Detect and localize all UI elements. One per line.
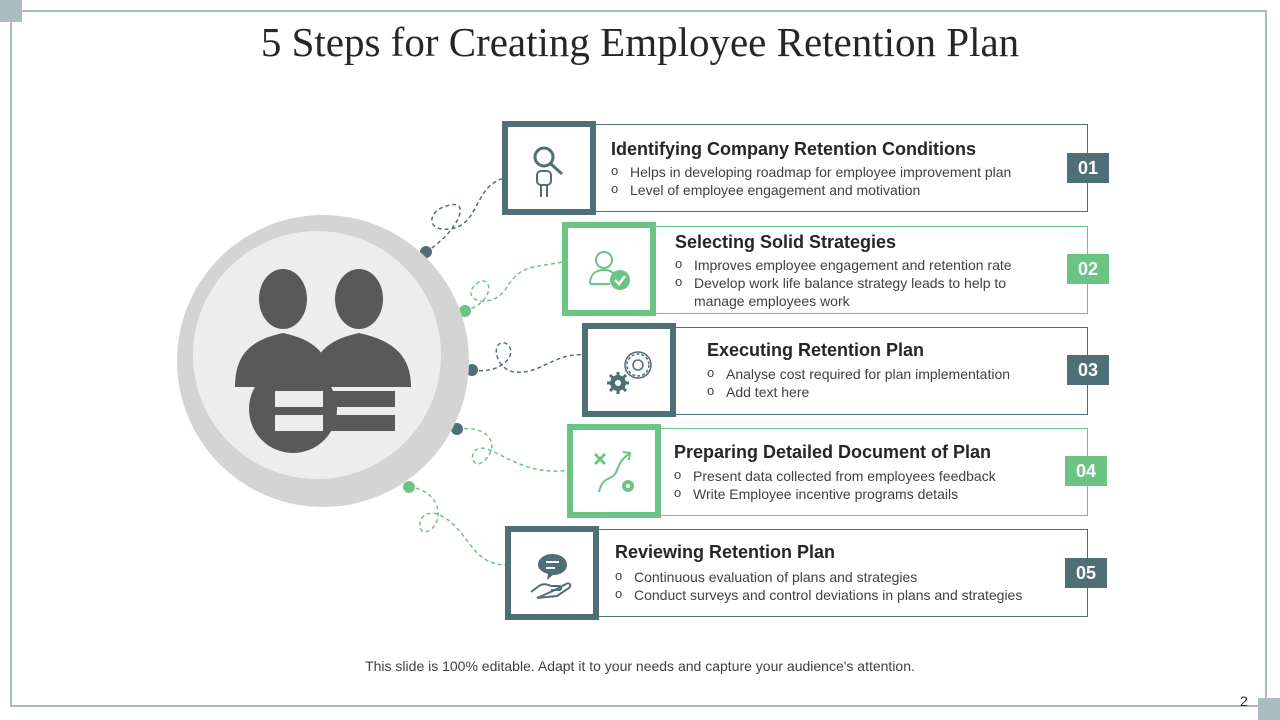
step-card-4: Preparing Detailed Document of Plan Pres… bbox=[656, 428, 1088, 516]
strategy-icon bbox=[593, 451, 634, 493]
bullet-item: Write Employee incentive programs detail… bbox=[674, 484, 1054, 503]
step-card-5: Reviewing Retention Plan Continuous eval… bbox=[596, 529, 1088, 617]
step-icon-box-1 bbox=[502, 121, 596, 215]
step-title: Identifying Company Retention Conditions bbox=[611, 139, 976, 159]
step-bullets: Continuous evaluation of plans and strat… bbox=[615, 567, 1065, 604]
step-icon-box-4 bbox=[567, 424, 661, 518]
step-icon-box-3 bbox=[582, 323, 676, 417]
slide-frame bbox=[10, 10, 1267, 707]
step-card-3: Executing Retention Plan Analyse cost re… bbox=[672, 327, 1088, 415]
step-title: Selecting Solid Strategies bbox=[675, 232, 897, 252]
bullet-item: Present data collected from employees fe… bbox=[674, 466, 1054, 485]
bullet-item: Continuous evaluation of plans and strat… bbox=[615, 567, 1065, 586]
step-number-badge-3: 03 bbox=[1067, 355, 1109, 385]
step-bullets: Improves employee engagement and retenti… bbox=[675, 255, 1045, 310]
hand-chat-icon bbox=[530, 554, 572, 599]
step-card-1: Identifying Company Retention Conditions… bbox=[592, 124, 1088, 212]
bullet-item: Improves employee engagement and retenti… bbox=[675, 255, 1045, 274]
step-bullets: Helps in developing roadmap for employee… bbox=[611, 162, 1051, 199]
frame-corner-bottom-right bbox=[1258, 698, 1280, 720]
bullet-item: Analyse cost required for plan implement… bbox=[707, 364, 1067, 383]
step-title: Preparing Detailed Document of Plan bbox=[674, 442, 992, 462]
bullet-item: Conduct surveys and control deviations i… bbox=[615, 585, 1065, 604]
step-icon-box-5 bbox=[505, 526, 599, 620]
step-title: Executing Retention Plan bbox=[707, 340, 925, 360]
team-wrench-icon bbox=[177, 215, 469, 507]
gears-icon bbox=[607, 351, 652, 394]
user-check-icon bbox=[589, 251, 630, 290]
step-number-badge-4: 04 bbox=[1065, 456, 1107, 486]
step-bullets: Present data collected from employees fe… bbox=[674, 466, 1054, 503]
hub-circle bbox=[175, 215, 475, 511]
step-bullets: Analyse cost required for plan implement… bbox=[707, 364, 1067, 401]
step-number-badge-1: 01 bbox=[1067, 153, 1109, 183]
step-icon-box-2 bbox=[562, 222, 656, 316]
bullet-item: Level of employee engagement and motivat… bbox=[611, 180, 1051, 199]
footer-note: This slide is 100% editable. Adapt it to… bbox=[365, 658, 915, 674]
step-title: Reviewing Retention Plan bbox=[615, 542, 836, 562]
step-card-2: Selecting Solid Strategies Improves empl… bbox=[650, 226, 1088, 314]
page-number: 2 bbox=[1240, 693, 1248, 709]
bullet-item: Develop work life balance strategy leads… bbox=[675, 273, 1045, 310]
step-number-badge-5: 05 bbox=[1065, 558, 1107, 588]
bullet-item: Add text here bbox=[707, 382, 1067, 401]
search-person-icon bbox=[533, 146, 564, 197]
slide-title: 5 Steps for Creating Employee Retention … bbox=[260, 19, 1020, 65]
step-number-badge-2: 02 bbox=[1067, 254, 1109, 284]
frame-corner-top-left bbox=[0, 0, 22, 22]
bullet-item: Helps in developing roadmap for employee… bbox=[611, 162, 1051, 181]
